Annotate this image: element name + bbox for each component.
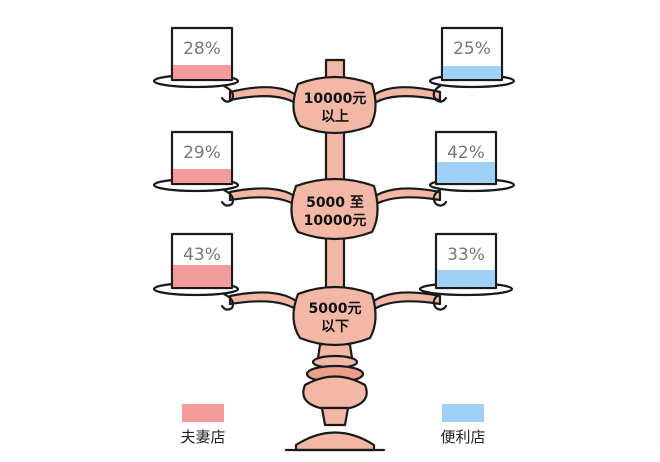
tier-0-left-fill (173, 65, 231, 79)
tier-2-label-line2: 以下 (321, 319, 349, 335)
tier-0-right-fill (443, 66, 501, 79)
stand-base (284, 340, 386, 452)
tier-1-label-line2: 10000元 (304, 213, 367, 229)
tier-2-right-arm (368, 291, 442, 314)
tier-1-left-fill (173, 169, 231, 183)
tier-2-left-label: 43% (183, 245, 221, 265)
legend-swatch-convenience-store (442, 404, 484, 422)
tier-1-right-fill (437, 162, 495, 183)
tier-2-left-fill (173, 265, 231, 287)
tier-1-left-arm (228, 187, 302, 210)
tier-2-left-arm (228, 291, 302, 314)
legend-label-couple-store: 夫妻店 (180, 428, 225, 446)
tier-1-right-arm (368, 187, 442, 210)
tier-1-badge (290, 177, 379, 241)
tier-2-right-label: 33% (447, 245, 485, 265)
tier-0-right-label: 25% (453, 39, 491, 59)
tier-10000-plus: 28% 25% 10000元 以上 (152, 26, 516, 135)
tier-0-left-arm (228, 86, 302, 108)
tier-1-right-label: 42% (447, 143, 485, 163)
tier-2-right-fill (437, 270, 495, 287)
tier-5000-minus: 43% 33% 5000元 以下 (152, 232, 514, 347)
tier-5000-10000: 29% 42% 5000 至 10000元 (152, 130, 516, 241)
tier-0-badge (292, 75, 377, 135)
legend-label-convenience-store: 便利店 (440, 428, 485, 446)
tier-2-badge (292, 285, 377, 347)
tier-1-label-line1: 5000 至 (306, 195, 364, 211)
tier-0-right-arm (368, 86, 442, 108)
tier-0-label-line2: 以上 (321, 109, 349, 125)
tier-0-label-line1: 10000元 (304, 91, 367, 107)
legend-swatch-couple-store (182, 404, 224, 422)
tier-2-label-line1: 5000元 (309, 301, 362, 317)
tier-0-left-label: 28% (183, 39, 221, 59)
legend: 夫妻店 便利店 (180, 404, 486, 446)
tier-1-left-label: 29% (183, 143, 221, 163)
